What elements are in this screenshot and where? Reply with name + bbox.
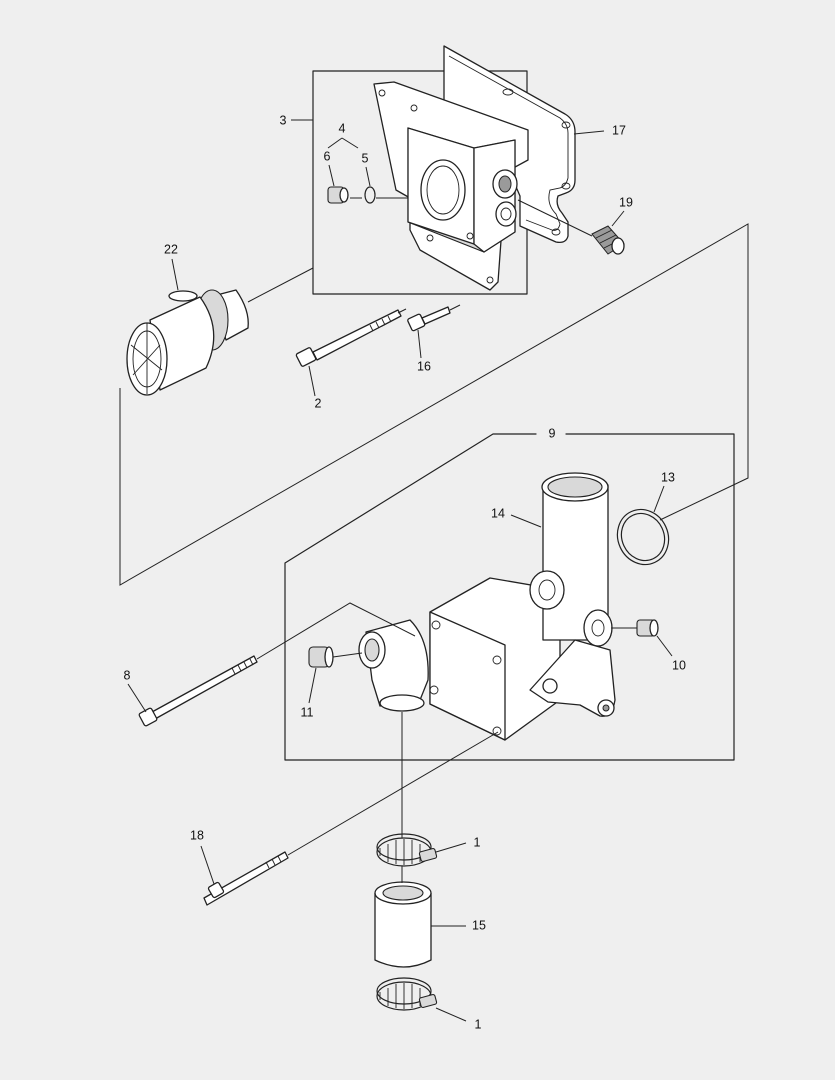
group-box-water-outlet bbox=[284, 433, 735, 761]
thermostat-22 bbox=[126, 267, 314, 396]
callout-18: 18 bbox=[190, 828, 204, 842]
callout-8: 8 bbox=[124, 668, 131, 682]
callout-3: 3 bbox=[280, 113, 287, 127]
callout-17: 17 bbox=[612, 123, 626, 137]
callout-22: 22 bbox=[164, 242, 178, 256]
stud-18 bbox=[203, 731, 499, 906]
bolt-2 bbox=[295, 308, 407, 367]
callout-11: 11 bbox=[301, 705, 314, 719]
hose-clamp-1-upper bbox=[376, 833, 438, 867]
o-ring-5 bbox=[364, 186, 376, 204]
thermostat-housing-3 bbox=[373, 81, 529, 291]
callout-2: 2 bbox=[315, 396, 322, 410]
hose-15 bbox=[374, 881, 432, 968]
callout-15: 15 bbox=[472, 918, 486, 932]
callout-1-upper: 1 bbox=[474, 835, 481, 849]
callout-10: 10 bbox=[672, 658, 686, 672]
callout-1-lower: 1 bbox=[475, 1017, 482, 1031]
callout-16: 16 bbox=[417, 359, 431, 373]
hose-clamp-1-lower bbox=[376, 977, 438, 1011]
callout-14: 14 bbox=[491, 506, 505, 520]
plug-19 bbox=[517, 199, 625, 255]
callout-9: 9 bbox=[549, 426, 556, 440]
callout-4: 4 bbox=[339, 121, 346, 135]
o-ring-13 bbox=[616, 508, 670, 566]
bolt-16 bbox=[407, 304, 461, 332]
callout-19: 19 bbox=[619, 195, 633, 209]
bolt-8 bbox=[138, 602, 416, 727]
assembly-line bbox=[119, 223, 749, 586]
plug-10 bbox=[611, 619, 659, 637]
plug-11 bbox=[308, 646, 363, 668]
water-outlet-housing-9 bbox=[358, 472, 616, 741]
plug-6 bbox=[327, 186, 349, 204]
callout-5: 5 bbox=[362, 151, 369, 165]
callout-6: 6 bbox=[324, 149, 331, 163]
callout-13: 13 bbox=[661, 470, 675, 484]
